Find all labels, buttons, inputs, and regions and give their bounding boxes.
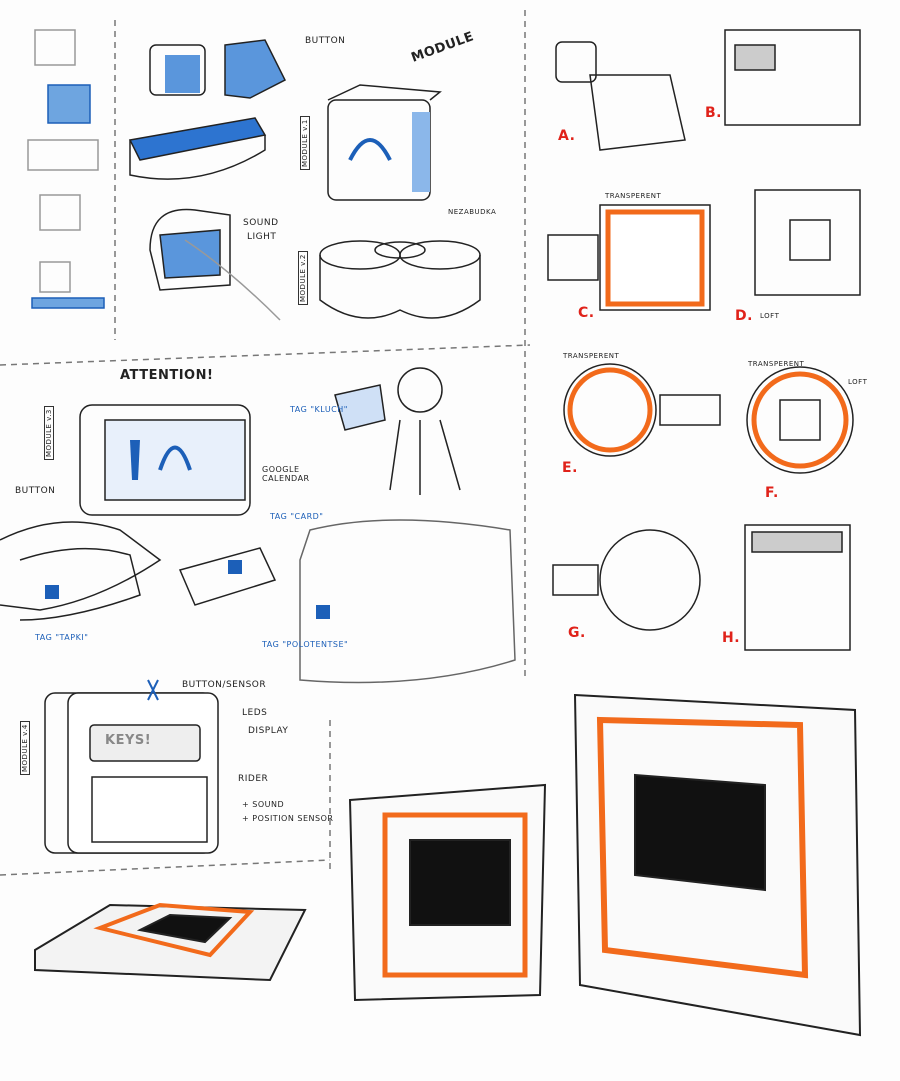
module-v1-sketches [128, 39, 481, 321]
label-tag-card: TAG "CARD" [270, 512, 324, 521]
variant-e-label: E. [562, 460, 578, 476]
variant-c-label: C. [578, 305, 595, 321]
display-text: KEYS! [105, 733, 152, 748]
label-module-v3: MODULE v.3 [44, 406, 54, 460]
module-v3-sketches [0, 367, 516, 684]
label-transparent-e: TRANSPERENT [563, 352, 620, 360]
thumbnail-sketches [27, 29, 99, 293]
label-button-2: BUTTON [15, 486, 56, 496]
label-tag-kluch: TAG "KLUCH" [290, 405, 348, 414]
variant-f-label: F. [765, 485, 779, 501]
label-display: DISPLAY [248, 726, 289, 736]
label-tag-polotentse: TAG "POLOTENTSE" [262, 640, 349, 649]
label-loft-d: LOFT [760, 312, 780, 320]
variant-g-label: G. [568, 625, 586, 641]
label-tag-tapki: TAG "TAPKI" [35, 633, 89, 642]
brand-label: NEZABUDKA [448, 208, 497, 216]
label-module-v2: MODULE v.2 [298, 251, 308, 305]
module-v4-sketch [44, 679, 219, 854]
label-loft-f: LOFT [848, 378, 868, 386]
label-sound: SOUND [243, 218, 279, 228]
label-rider: RIDER [238, 774, 269, 784]
render-frames [34, 693, 862, 1037]
section-dividers [0, 10, 531, 876]
label-button-sensor: BUTTON/SENSOR [182, 680, 267, 690]
label-google-calendar: GOOGLE CALENDAR [262, 465, 310, 483]
label-button: BUTTON [305, 36, 346, 46]
label-module-v1: MODULE v.1 [300, 116, 310, 170]
variant-b-label: B. [705, 105, 722, 121]
label-leds: LEDS [242, 708, 268, 718]
variant-sketches [547, 29, 861, 651]
variant-h-label: H. [722, 630, 741, 646]
blue-thumbnails [31, 84, 105, 309]
label-plus-position-sensor: + POSITION SENSOR [242, 814, 334, 823]
variant-d-label: D. [735, 308, 753, 324]
label-light: LIGHT [247, 232, 277, 242]
label-plus-sound: + SOUND [242, 800, 285, 809]
label-attention: ATTENTION! [120, 368, 214, 383]
label-transparent-f: TRANSPERENT [748, 360, 805, 368]
label-module-v4: MODULE v.4 [20, 721, 30, 775]
label-transparent-c: TRANSPERENT [605, 192, 662, 200]
variant-a-label: A. [558, 128, 576, 144]
